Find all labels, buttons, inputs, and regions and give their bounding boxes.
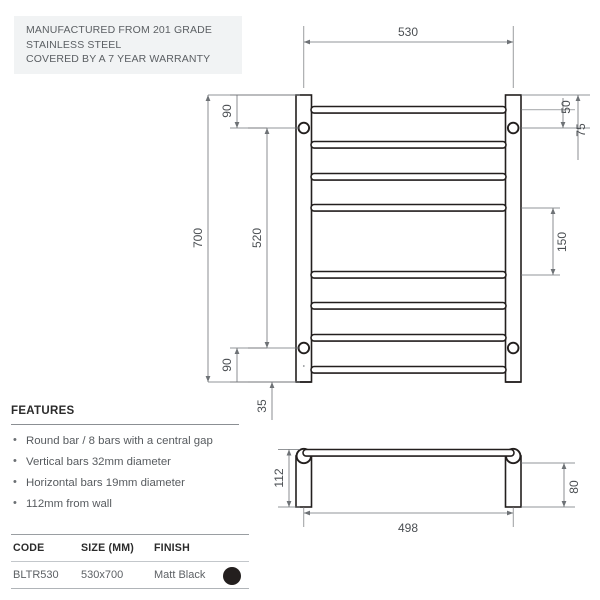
- features-title: FEATURES: [11, 405, 75, 417]
- feature-item: Round bar / 8 bars with a central gap: [11, 430, 256, 452]
- horizontal-bars: [310, 105, 507, 374]
- front-view: 530 700 520: [191, 25, 590, 420]
- table-row: BLTR530 530x700 Matt Black: [11, 562, 251, 588]
- dim-label-bottom-90: 90: [220, 358, 234, 372]
- manufacturing-note: MANUFACTURED FROM 201 GRADE STAINLESS ST…: [14, 16, 242, 74]
- dim-label-75: 75: [574, 123, 588, 137]
- dim-side-width: 498: [303, 507, 514, 535]
- dim-label-50: 50: [559, 100, 573, 114]
- dim-top-edge-to-mount: 75: [521, 94, 590, 160]
- dim-label-150: 150: [555, 232, 569, 252]
- dim-label-80: 80: [567, 480, 581, 494]
- dim-top-bar-to-mount: 50: [521, 98, 590, 129]
- dim-label-35: 35: [255, 399, 269, 413]
- header-finish: FINISH: [154, 542, 190, 554]
- features-panel: FEATURES Round bar / 8 bars with a centr…: [8, 405, 256, 515]
- feature-item: 112mm from wall: [11, 493, 256, 515]
- dim-wall-offset: 112: [272, 449, 300, 508]
- dim-top-offset: 90: [220, 94, 300, 129]
- side-top-rail: [302, 448, 515, 457]
- feature-item: Vertical bars 32mm diameter: [11, 451, 256, 473]
- features-list: Round bar / 8 bars with a central gap Ve…: [8, 430, 256, 515]
- side-left-bracket: [295, 447, 313, 508]
- features-divider: [11, 424, 239, 425]
- cell-size: 530x700: [81, 569, 124, 581]
- spec-table: CODE SIZE (MM) FINISH BLTR530 530x700 Ma…: [11, 534, 251, 589]
- dim-bracket-depth: 80: [521, 462, 581, 508]
- dim-label-530: 530: [398, 25, 418, 39]
- dim-label-top-90: 90: [220, 104, 234, 118]
- table-bottom-border: [11, 588, 249, 589]
- dim-label-112: 112: [272, 468, 286, 487]
- side-view: 112 80 498: [272, 447, 581, 535]
- left-vertical-post: [295, 94, 313, 383]
- table-top-border: [11, 534, 249, 535]
- note-line-2: STAINLESS STEEL: [26, 38, 122, 51]
- dim-bottom-offset: 90: [220, 347, 300, 383]
- dim-label-498: 498: [398, 521, 418, 535]
- dim-central-gap: 150: [521, 207, 569, 276]
- header-code: CODE: [13, 542, 45, 554]
- cell-finish: Matt Black: [154, 569, 206, 581]
- table-header-divider: [11, 561, 249, 562]
- dim-overall-height: 700: [191, 94, 300, 383]
- feature-item: Horizontal bars 19mm diameter: [11, 472, 256, 494]
- dim-label-700: 700: [191, 228, 205, 248]
- header-size: SIZE (MM): [81, 542, 134, 554]
- finish-color-swatch: [223, 567, 241, 585]
- note-line-3: COVERED BY A 7 YEAR WARRANTY: [26, 53, 211, 65]
- dim-mount-spacing: 520: [248, 127, 300, 349]
- note-line-1: MANUFACTURED FROM 201 GRADE: [26, 24, 213, 36]
- cell-code: BLTR530: [13, 569, 59, 581]
- table-header-row: CODE SIZE (MM) FINISH: [11, 535, 251, 561]
- dim-label-520: 520: [250, 228, 264, 248]
- dim-overall-width: 530: [303, 25, 514, 88]
- side-right-bracket: [504, 447, 522, 508]
- right-vertical-post: [504, 94, 522, 383]
